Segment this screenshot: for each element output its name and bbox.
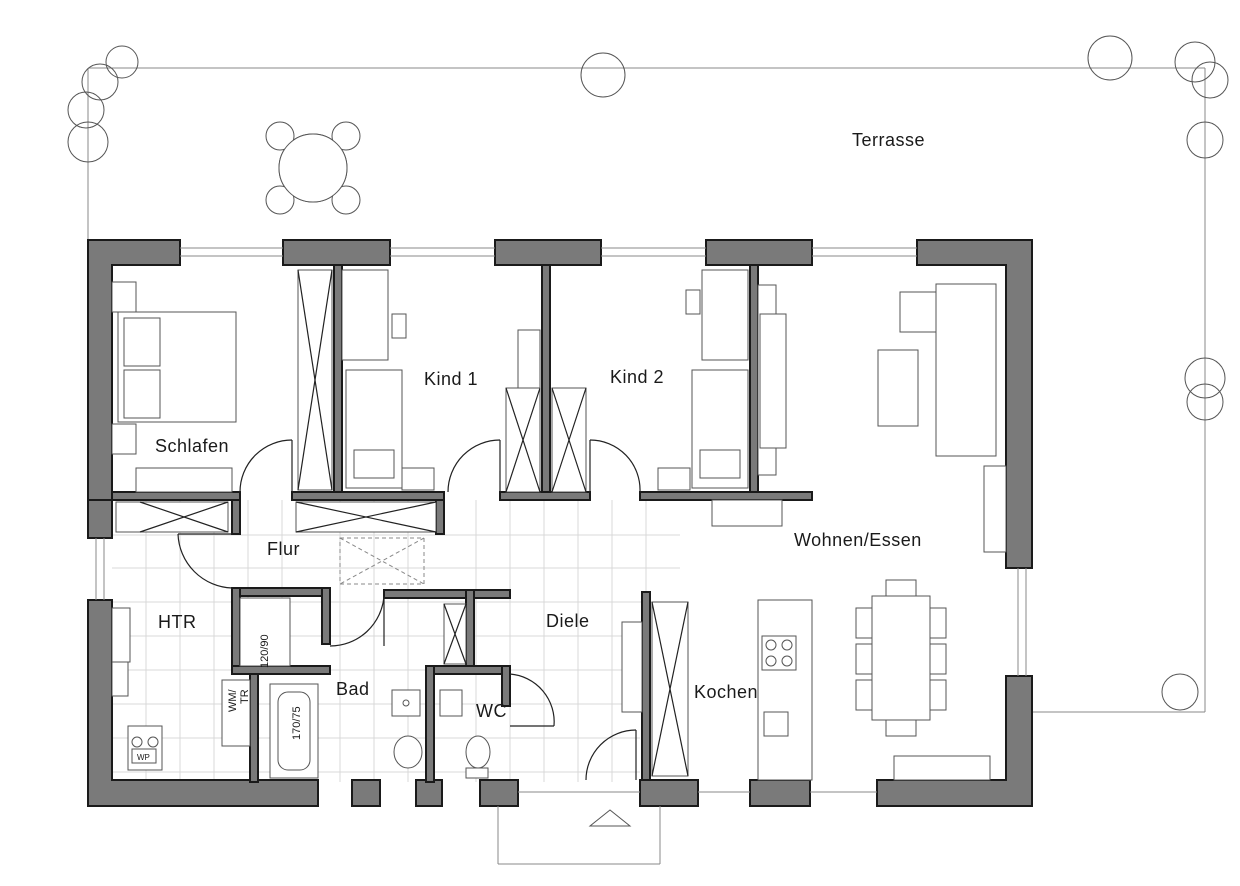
plant-icons xyxy=(67,35,1229,711)
kind2-furniture xyxy=(517,269,749,491)
wardrobe-icons xyxy=(115,269,689,777)
windows xyxy=(95,247,1027,793)
double-bed-icon xyxy=(111,281,237,493)
label-flur: Flur xyxy=(267,539,300,559)
wm-tr-label-bottom: TR xyxy=(239,689,251,704)
living-furniture xyxy=(621,283,1007,781)
entrance xyxy=(497,806,661,865)
label-schlafen: Schlafen xyxy=(155,436,229,456)
label-kochen: Kochen xyxy=(694,682,758,702)
attic-hatch-icon xyxy=(339,537,425,585)
door-swings xyxy=(177,439,641,781)
patio-table-icon xyxy=(265,121,361,215)
label-kind2: Kind 2 xyxy=(610,367,664,387)
label-kind1: Kind 1 xyxy=(424,369,478,389)
wp-label: WP xyxy=(137,753,150,762)
label-terrasse: Terrasse xyxy=(852,130,925,150)
label-htr: HTR xyxy=(158,612,197,632)
label-bad: Bad xyxy=(336,679,370,699)
label-diele: Diele xyxy=(546,611,590,631)
tub-label: 170/75 xyxy=(291,706,303,740)
label-wc: WC xyxy=(476,701,507,721)
kind1-furniture xyxy=(341,269,435,491)
tile-floor xyxy=(112,500,680,782)
outer-walls xyxy=(87,239,1033,807)
label-wohnen-essen: Wohnen/Essen xyxy=(794,530,922,550)
terrace-boundary xyxy=(87,67,1206,713)
wm-tr-label-top: WM/ xyxy=(227,688,239,712)
bath-fixtures xyxy=(111,597,491,779)
shower-label: 120/90 xyxy=(259,634,271,668)
